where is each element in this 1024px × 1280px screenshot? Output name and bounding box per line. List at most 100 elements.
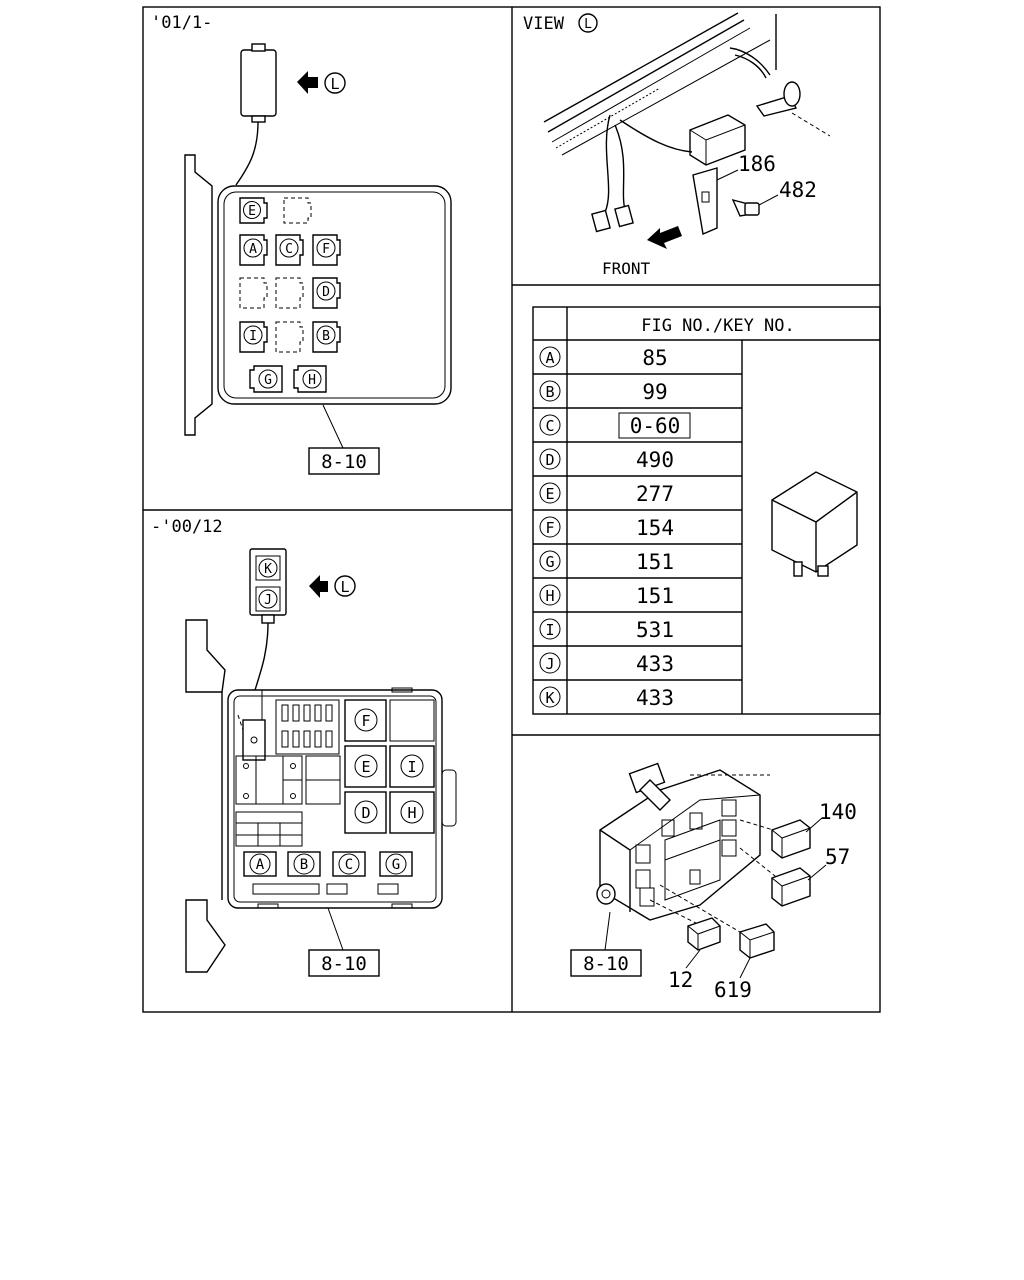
junction-block-panel: 140 57 12 619 8-10	[570, 762, 857, 1002]
svg-text:L: L	[330, 75, 339, 93]
svg-text:482: 482	[779, 178, 817, 202]
view-arrow-icon	[297, 71, 318, 94]
table-key: K	[545, 689, 554, 707]
svg-text:8-10: 8-10	[321, 953, 367, 975]
table-row: J 433	[533, 645, 742, 676]
table-value: 531	[636, 618, 674, 642]
front-label: FRONT	[602, 259, 651, 278]
key-letter-circle	[539, 584, 561, 606]
key-letter-circle	[539, 414, 561, 436]
table-value: 433	[636, 686, 674, 710]
svg-text:8-10: 8-10	[583, 953, 629, 975]
table-key: J	[545, 655, 554, 673]
key-letter-circle	[539, 550, 561, 572]
svg-text:I: I	[249, 329, 257, 344]
svg-text:619: 619	[714, 978, 752, 1002]
table-row: I 531	[533, 611, 742, 642]
svg-text:H: H	[407, 804, 416, 822]
svg-text:F: F	[361, 712, 370, 730]
svg-text:D: D	[322, 285, 330, 300]
table-key: B	[545, 383, 554, 401]
ref-box-8-10-bottom	[308, 949, 380, 977]
svg-text:B: B	[322, 329, 330, 344]
table-value: 151	[636, 584, 674, 608]
table-row: C 0-60	[533, 407, 742, 439]
front-arrow-icon	[647, 226, 682, 249]
view-panel: VIEW L 186 482	[523, 12, 831, 278]
slot-grid-top: E A C F D I B	[239, 197, 341, 393]
table-key: I	[545, 621, 554, 639]
top-left-date-label: '01/1-	[151, 13, 212, 33]
table-value: 151	[636, 550, 674, 574]
boxed-value-frame	[618, 412, 691, 439]
mid-left-panel: -'00/12 K J L	[151, 517, 457, 977]
svg-text:G: G	[392, 857, 400, 873]
svg-text:L: L	[584, 17, 592, 32]
key-letter-circle	[539, 686, 561, 708]
ref-box-8-10-top	[308, 447, 380, 475]
table-value: 490	[636, 448, 674, 472]
table-value: 0-60	[630, 414, 681, 438]
svg-text:A: A	[249, 242, 257, 257]
table-row: E 277	[533, 475, 742, 506]
view-title: VIEW	[523, 14, 565, 34]
relay-cube-illustration	[771, 471, 858, 577]
table-value: 433	[636, 652, 674, 676]
table-row: A 85	[539, 346, 668, 370]
table-key: F	[545, 519, 554, 537]
svg-text:E: E	[361, 758, 370, 776]
svg-text:J: J	[264, 593, 272, 608]
svg-text:H: H	[308, 373, 316, 388]
svg-text:F: F	[322, 242, 330, 257]
table-value: 277	[636, 482, 674, 506]
svg-text:I: I	[407, 758, 416, 776]
key-letter-circle	[539, 652, 561, 674]
svg-text:140: 140	[819, 800, 857, 824]
svg-text:A: A	[256, 857, 265, 873]
letter-circle-L-view	[578, 13, 598, 33]
table-row: G 151	[533, 543, 742, 574]
svg-text:E: E	[248, 204, 256, 219]
svg-text:D: D	[361, 804, 370, 822]
svg-text:186: 186	[738, 152, 776, 176]
table-row: B 99	[533, 373, 742, 404]
svg-text:L: L	[340, 578, 349, 596]
svg-text:K: K	[264, 562, 272, 577]
key-letter-circle	[539, 618, 561, 640]
svg-text:57: 57	[825, 845, 850, 869]
table-value: 85	[642, 346, 667, 370]
svg-text:C: C	[285, 242, 293, 257]
table-header: FIG NO./KEY NO.	[641, 316, 795, 336]
svg-text:C: C	[345, 857, 353, 873]
mount-bracket-top	[184, 154, 213, 436]
relay-body-top	[240, 49, 277, 117]
key-letter-circle	[539, 516, 561, 538]
top-left-panel: '01/1- L E A C	[151, 13, 452, 475]
table-row: K 433	[533, 679, 742, 710]
bracket-186	[692, 167, 718, 235]
key-letter-circle	[539, 448, 561, 470]
svg-text:B: B	[300, 857, 308, 873]
table-value: 99	[642, 380, 667, 404]
mid-left-date-label: -'00/12	[151, 517, 223, 537]
fuse-box-top	[217, 185, 452, 405]
table-value: 154	[636, 516, 674, 540]
table-key: E	[545, 485, 554, 503]
table-row: F 154	[533, 509, 742, 540]
table-key: G	[545, 553, 554, 571]
relay-view	[689, 114, 746, 166]
svg-text:G: G	[264, 373, 272, 388]
table-key: C	[545, 417, 554, 435]
svg-text:12: 12	[668, 968, 693, 992]
key-letter-circle	[539, 380, 561, 402]
table-row: D 490	[533, 441, 742, 472]
table-key: A	[545, 349, 554, 367]
view-arrow-icon-2	[309, 575, 328, 598]
key-letter-circle	[539, 482, 561, 504]
svg-text:8-10: 8-10	[321, 451, 367, 473]
table-key: D	[545, 451, 554, 469]
